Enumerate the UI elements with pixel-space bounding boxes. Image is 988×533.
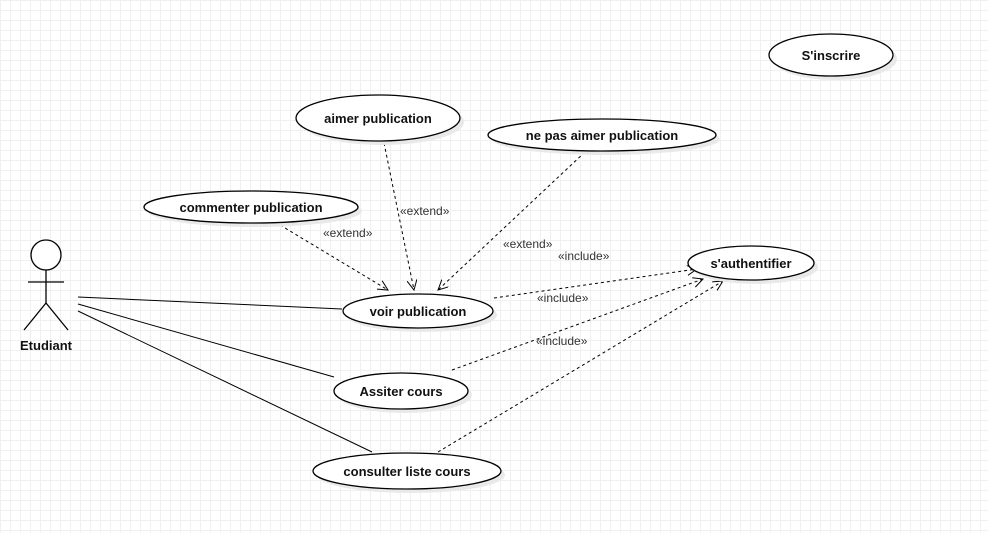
use-case-label: aimer publication xyxy=(324,111,432,126)
include-assiter-to-authentifier[interactable] xyxy=(451,279,703,371)
use-case-label: ne pas aimer publication xyxy=(526,128,678,143)
association-consulter-liste-cours[interactable] xyxy=(77,310,373,453)
use-case-label: commenter publication xyxy=(179,200,322,215)
actor-etudiant[interactable]: Etudiant xyxy=(20,239,73,353)
use-case-aimer-publication[interactable]: aimer publication xyxy=(295,94,464,145)
include-consulter-to-authentifier[interactable] xyxy=(437,281,723,453)
use-case-label: S'inscrire xyxy=(802,48,861,63)
use-case-label: voir publication xyxy=(370,304,467,319)
extend-label-ne-pas-aimer: «extend» xyxy=(503,237,553,251)
extend-label-commenter: «extend» xyxy=(323,226,373,240)
include-voir-to-authentifier[interactable] xyxy=(493,269,697,299)
extend-label-aimer: «extend» xyxy=(400,204,450,218)
use-case-ne-pas-aimer-publication[interactable]: ne pas aimer publication xyxy=(487,118,720,155)
use-case-label: Assiter cours xyxy=(359,384,442,399)
extend-ne-pas-aimer-to-voir[interactable] xyxy=(438,151,586,290)
include-label-assiter: «include» xyxy=(537,291,589,305)
use-case-commenter-publication[interactable]: commenter publication xyxy=(143,190,362,227)
use-case-sauthentifier[interactable]: s'authentifier xyxy=(687,245,818,284)
use-case-sinscrire[interactable]: S'inscrire xyxy=(768,33,897,80)
actor-label: Etudiant xyxy=(20,338,73,353)
association-assiter-cours[interactable] xyxy=(77,303,335,378)
actor-left-leg xyxy=(23,302,47,331)
actor-right-leg xyxy=(45,302,69,331)
association-voir-publication[interactable] xyxy=(77,296,343,310)
use-case-consulter-liste-cours[interactable]: consulter liste cours xyxy=(312,452,505,493)
use-case-assiter-cours[interactable]: Assiter cours xyxy=(333,372,472,413)
extend-aimer-to-voir[interactable] xyxy=(383,142,414,290)
use-case-label: s'authentifier xyxy=(710,256,791,271)
include-label-voir: «include» xyxy=(558,249,610,263)
use-case-label: consulter liste cours xyxy=(343,464,470,479)
include-label-consulter: «include» xyxy=(536,334,588,348)
actor-head xyxy=(30,239,62,271)
use-case-voir-publication[interactable]: voir publication xyxy=(342,293,497,332)
